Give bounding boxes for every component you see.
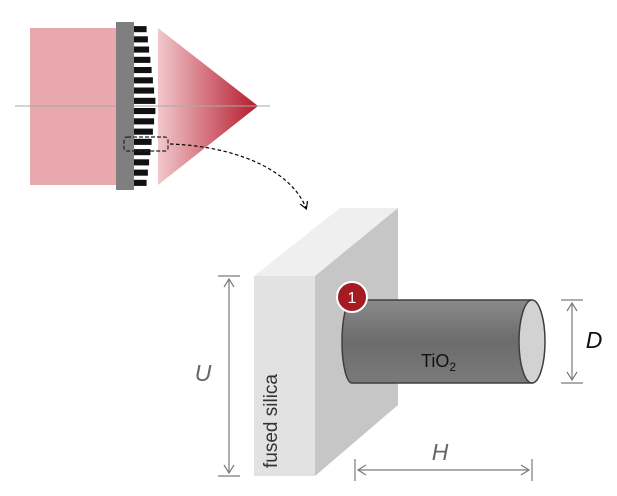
height-arrow-left [356,464,367,476]
nanopillar-stripe [134,128,153,135]
block-front-face [254,276,315,476]
nanopillar-stripe [134,179,147,186]
zoom-region-box [123,136,169,152]
nanopillar-stripe [134,138,152,145]
marker-number: 1 [348,290,357,307]
substrate-label: fused silica [261,374,282,468]
nanopillar-stripe [134,87,155,94]
pillar-material-label: TiO2 [421,351,456,374]
nanopillar-array [134,26,156,186]
nanopillar-stripe [134,46,150,53]
nanopillar-stripe [134,67,152,74]
nanopillar-stripe [134,36,148,43]
nanopillar-stripe [134,118,155,125]
height-arrow-right [520,464,531,476]
nanopillar-stripe [134,97,156,104]
diameter-label: D [586,327,603,353]
zoom-arrow [169,143,306,208]
nanopillar-stripe [134,77,153,84]
period-dimension [218,275,240,477]
position-marker: 1 [336,281,368,313]
diameter-arrow-bottom [566,371,578,382]
nanopillar-stripe [134,169,148,176]
diameter-arrow-top [566,301,578,312]
substrate-plate [116,22,134,190]
diameter-dimension [561,299,583,384]
marker-circle [336,281,368,313]
period-arrow-bottom [223,464,235,475]
height-label: H [432,439,449,465]
nanopillar-stripe [134,108,156,115]
block-top-face [254,208,398,276]
nanopillar-stripe [134,26,147,33]
nanopillar: TiO2 [341,299,546,384]
nanopillar-stripe [134,159,150,166]
pillar-end-cap [518,299,546,384]
nanopillar-stripe [134,149,151,156]
nanopillar-stripe [134,56,151,63]
period-label: U [195,360,212,386]
metalens-illustration [15,22,306,208]
period-arrow-top [223,277,235,288]
height-dimension [354,459,533,481]
